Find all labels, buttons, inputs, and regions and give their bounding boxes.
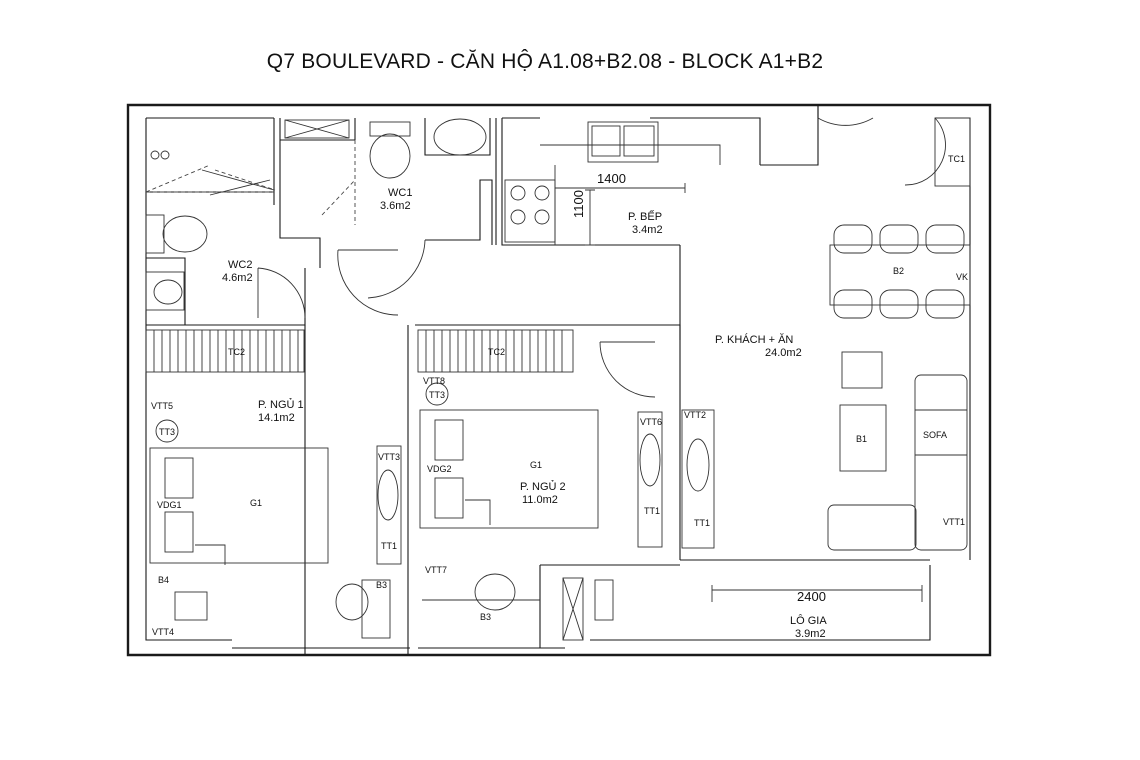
tag-tt1-bed2: TT1 xyxy=(644,506,660,516)
tag-vdg2: VDG2 xyxy=(427,464,452,474)
tag-vtt8: VTT8 xyxy=(423,376,445,386)
doors xyxy=(201,117,946,398)
tag-vtt4: VTT4 xyxy=(152,627,174,637)
wc1-name: WC1 xyxy=(388,187,412,199)
bed1-name: P. NGỦ 1 xyxy=(258,398,304,411)
dimension-labels: 1400 1100 2400 xyxy=(571,171,826,604)
tag-g1-bed1: G1 xyxy=(250,498,262,508)
dim-kitchen-height: 1100 xyxy=(571,190,586,218)
tag-g1-bed2: G1 xyxy=(530,460,542,470)
outer-walls xyxy=(126,103,992,657)
tag-tt3-bed2: TT3 xyxy=(429,390,445,400)
dim-loggia-width: 2400 xyxy=(797,589,826,604)
tag-vtt2: VTT2 xyxy=(684,410,706,420)
tag-tc1: TC1 xyxy=(948,154,965,164)
wc1-area: 3.6m2 xyxy=(380,200,411,212)
tag-vtt5: VTT5 xyxy=(151,401,173,411)
tag-tc2-bed1: TC2 xyxy=(228,347,245,357)
living-area: 24.0m2 xyxy=(765,347,802,359)
tag-tt3-bed1: TT3 xyxy=(159,427,175,437)
tag-b1: B1 xyxy=(856,434,867,444)
furniture-tags: TC1 VK B2 B1 SOFA VTT1 TC2 TC2 VTT5 TT3 … xyxy=(151,154,968,637)
tag-vtt3: VTT3 xyxy=(378,452,400,462)
fixtures xyxy=(145,117,971,641)
loggia-area: 3.9m2 xyxy=(795,628,826,640)
tag-vtt7: VTT7 xyxy=(425,565,447,575)
kitchen-area: 3.4m2 xyxy=(632,224,663,236)
loggia-name: LÔ GIA xyxy=(790,614,827,627)
tag-b4: B4 xyxy=(158,575,169,585)
tag-tt1-living: TT1 xyxy=(694,518,710,528)
bed2-name: P. NGỦ 2 xyxy=(520,480,566,493)
tag-vdg1: VDG1 xyxy=(157,500,182,510)
page-title: Q7 BOULEVARD - CĂN HỘ A1.08+B2.08 - BLOC… xyxy=(266,50,824,73)
dim-kitchen-width: 1400 xyxy=(597,171,626,186)
tag-vtt1-living: VTT1 xyxy=(943,517,965,527)
wc2-area: 4.6m2 xyxy=(222,272,253,284)
tag-vtt6: VTT6 xyxy=(640,417,662,427)
bed1-area: 14.1m2 xyxy=(258,412,295,424)
tag-b2: B2 xyxy=(893,266,904,276)
tag-vk: VK xyxy=(956,272,968,282)
tag-tt1-bed1: TT1 xyxy=(381,541,397,551)
kitchen-name: P. BẾP xyxy=(628,210,662,223)
room-labels: WC1 3.6m2 WC2 4.6m2 P. BẾP 3.4m2 P. KHÁC… xyxy=(222,187,827,640)
bed2-area: 11.0m2 xyxy=(522,494,558,506)
living-name: P. KHÁCH + ĂN xyxy=(715,333,793,346)
tag-b3-bed1: B3 xyxy=(376,580,387,590)
wc2-name: WC2 xyxy=(228,259,252,271)
tag-b3-bed2: B3 xyxy=(480,612,491,622)
tag-tc2-bed2: TC2 xyxy=(488,347,505,357)
tag-sofa: SOFA xyxy=(923,430,947,440)
